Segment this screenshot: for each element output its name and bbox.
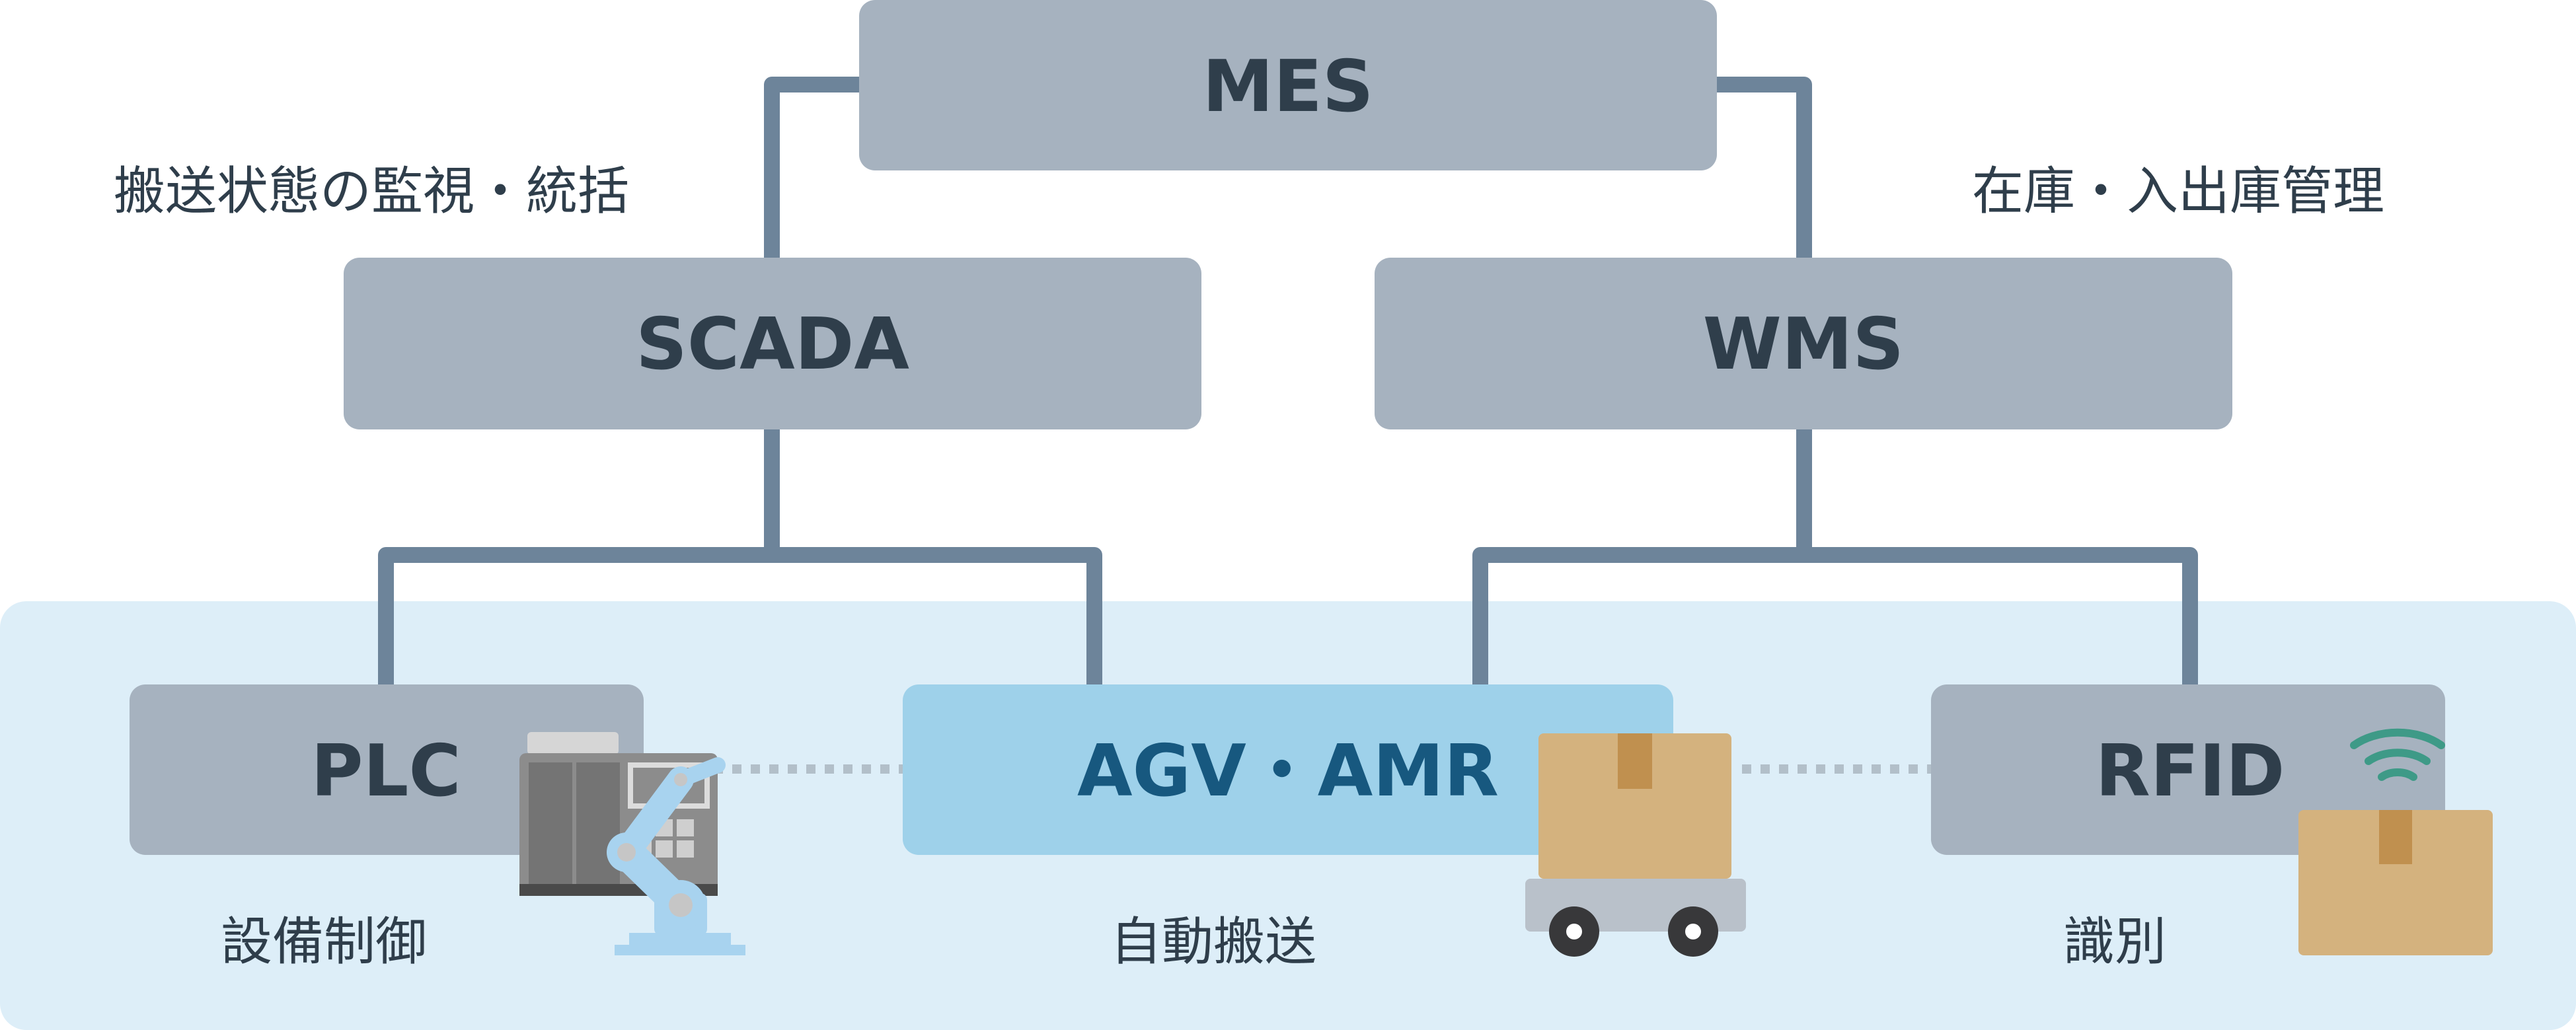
plc-label: PLC	[311, 730, 461, 813]
agv-amr-node	[903, 684, 1673, 855]
rfid-label: RFID	[2096, 730, 2285, 813]
plc-node	[130, 684, 644, 855]
wms-node	[1375, 258, 2232, 429]
connector-wms-agv-rfid	[1472, 547, 2198, 687]
scada-role-caption: 搬送状態の監視・統括	[114, 162, 629, 221]
connector-scada-plc-agv	[378, 547, 1102, 687]
mes-label: MES	[1202, 46, 1373, 128]
connectors	[378, 77, 2198, 687]
connector-mes-wms	[1717, 77, 1812, 258]
mes-node	[859, 0, 1717, 170]
wireless-box-icon	[2298, 728, 2493, 955]
cart-with-box-icon	[1525, 733, 1746, 957]
agv-amr-label: AGV・AMR	[1077, 730, 1499, 813]
scada-label: SCADA	[636, 303, 909, 386]
machine-tool-robot-arm-icon	[519, 732, 745, 955]
agv-role-caption: 自動搬送	[1110, 912, 1316, 972]
rfid-role-caption: 識別	[2063, 912, 2166, 972]
wms-label: WMS	[1703, 303, 1904, 386]
scada-node	[344, 258, 1201, 429]
wms-role-caption: 在庫・入出庫管理	[1972, 162, 2384, 221]
plc-role-caption: 設備制御	[221, 912, 427, 972]
connector-mes-scada	[764, 77, 859, 258]
